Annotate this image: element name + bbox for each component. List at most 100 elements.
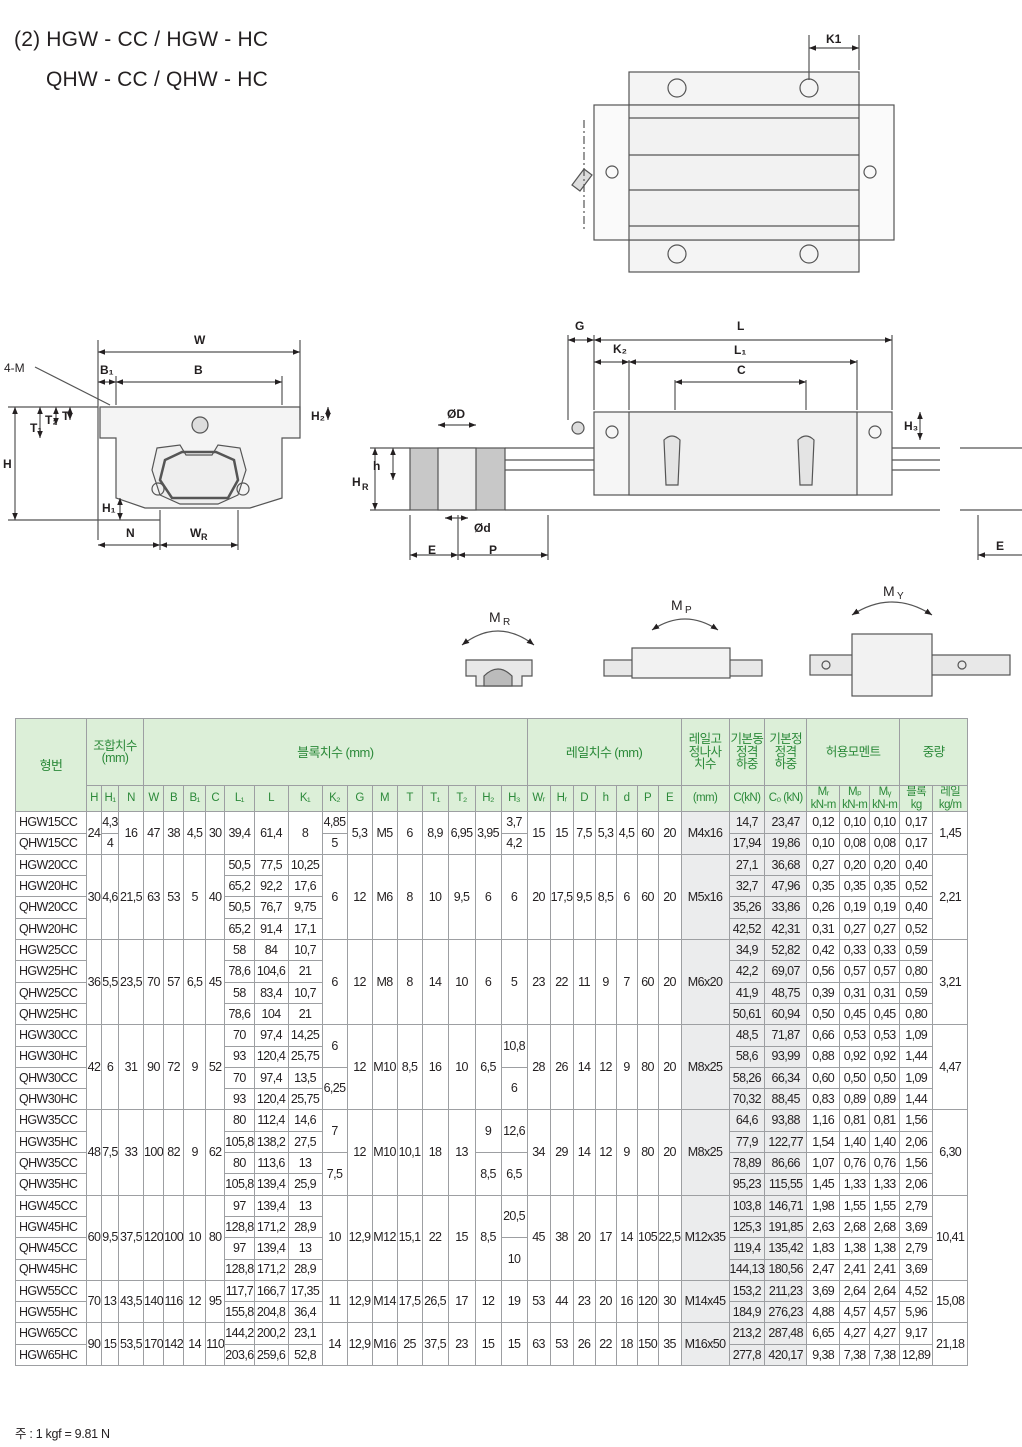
cell-H3: 15 (500, 1322, 528, 1366)
subheader-MY: Mᵧ kN-m (869, 784, 901, 813)
cell-model: HGW55HC (15, 1301, 87, 1324)
cell-WR: 28 (526, 1024, 551, 1111)
cell-E: 30 (657, 1279, 682, 1324)
cell-M: M10 (371, 1109, 398, 1196)
cell-L1: 78,6 (224, 960, 255, 983)
cell-kg: 0,52 (899, 875, 934, 898)
label-W: W (194, 333, 206, 347)
cell-N: 37,5 (118, 1194, 144, 1281)
label-T1: T₁ (30, 421, 42, 435)
cell-model: HGW25CC (15, 939, 87, 962)
cell-HR: 17,5 (549, 853, 574, 941)
cell-C: 184,9 (728, 1301, 766, 1324)
cell-L1: 70 (224, 1024, 255, 1047)
cell-model: QHW25CC (15, 981, 87, 1004)
cell-L: 104,6 (253, 960, 289, 983)
cell-B1: 4,5 (183, 811, 207, 855)
label-4M: 4-M (4, 361, 25, 375)
cell-W: 140 (142, 1279, 165, 1324)
cell-N: 31 (118, 1024, 144, 1111)
cell-H1: 4,6 (101, 853, 119, 941)
cell-T: 10,1 (396, 1109, 423, 1196)
cell-MR: 1,83 (806, 1237, 841, 1260)
front-view-drawing (8, 340, 331, 550)
cell-T: 8 (396, 939, 423, 1026)
cell-MY: 0,57 (869, 960, 901, 983)
cell-K1: 13 (287, 1237, 323, 1260)
cell-MP: 0,27 (839, 917, 871, 941)
cell-model: HGW35CC (15, 1109, 87, 1132)
cell-MP: 7,38 (839, 1343, 871, 1367)
cell-model: HGW55CC (15, 1279, 87, 1303)
cell-K1: 27,5 (287, 1130, 323, 1154)
cell-MY: 0,08 (869, 832, 901, 855)
subheader-C0_unit: C₀ (kN) (764, 784, 808, 813)
cell-model: QHW45HC (15, 1258, 87, 1281)
cell-K2: 5 (321, 832, 348, 855)
cell-C0: 52,82 (764, 939, 808, 962)
cell-K1: 52,8 (287, 1343, 323, 1367)
cell-model: QHW30HC (15, 1088, 87, 1111)
cell-C0: 86,66 (764, 1152, 808, 1175)
cell-rail-kg: 4,47 (932, 1024, 969, 1111)
cell-L: 61,4 (253, 811, 289, 855)
subheader-E: E (657, 784, 682, 813)
cell-E: 20 (657, 1024, 682, 1111)
cell-L1: 39,4 (224, 811, 255, 855)
label-MP-sub: P (685, 605, 692, 616)
cell-E: 20 (657, 1109, 682, 1196)
cell-d: 9 (615, 1109, 638, 1196)
cell-h: 20 (594, 1279, 617, 1324)
cell-K1: 17,6 (287, 875, 323, 898)
cell-MR: 0,31 (806, 917, 841, 941)
cell-MY: 0,10 (869, 811, 901, 834)
cell-K1: 28,9 (287, 1258, 323, 1281)
subheader-d: d (615, 784, 638, 813)
cell-bolt: M8x25 (680, 1109, 730, 1196)
cell-MR: 0,50 (806, 1002, 841, 1026)
cell-MP: 2,68 (839, 1215, 871, 1239)
cell-H1: 9,5 (101, 1194, 119, 1281)
cell-T: 25 (396, 1322, 423, 1366)
cell-MR: 0,35 (806, 875, 841, 898)
cell-C0: 146,71 (764, 1194, 808, 1217)
cell-B1: 14 (183, 1322, 207, 1366)
cell-H1: 15 (101, 1322, 119, 1366)
cell-kg: 0,52 (899, 917, 934, 941)
cell-C0: 276,23 (764, 1301, 808, 1324)
cell-C0: 69,07 (764, 960, 808, 983)
cell-L1: 105,8 (224, 1130, 255, 1154)
cell-M: M14 (371, 1279, 398, 1324)
cell-N: 53,5 (118, 1322, 144, 1366)
subheader-T: T (396, 784, 423, 813)
cell-MR: 1,45 (806, 1173, 841, 1196)
cell-K2: 10 (321, 1194, 348, 1281)
cell-C: 41,9 (728, 981, 766, 1004)
cell-B: 38 (163, 811, 185, 855)
cell-L: 259,6 (253, 1343, 289, 1367)
cell-T2: 15 (447, 1194, 476, 1281)
cell-kg: 0,40 (899, 853, 934, 877)
cell-MY: 2,68 (869, 1215, 901, 1239)
cell-h: 9 (594, 939, 617, 1026)
cell-bolt: M6x20 (680, 939, 730, 1026)
cell-C: 213,2 (728, 1322, 766, 1345)
cell-MY: 0,33 (869, 939, 901, 962)
cell-K1: 10,7 (287, 939, 323, 962)
cell-model: QHW20CC (15, 896, 87, 919)
cell-C: 64,6 (728, 1109, 766, 1132)
cell-K1: 36,4 (287, 1301, 323, 1324)
cell-MP: 0,89 (839, 1088, 871, 1111)
cell-C: 125,3 (728, 1215, 766, 1239)
cell-WR: 20 (526, 853, 551, 941)
cell-L1: 50,5 (224, 853, 255, 877)
cell-C: 48,5 (728, 1024, 766, 1047)
cell-T2: 6,95 (447, 811, 476, 855)
cell-H2: 15 (474, 1322, 502, 1366)
section-title-line2: QHW - CC / QHW - HC (46, 68, 268, 91)
section-title-line1: (2) HGW - CC / HGW - HC (14, 28, 269, 51)
cell-C0: 48,75 (764, 981, 808, 1004)
cell-MR: 1,54 (806, 1130, 841, 1154)
cell-K1: 28,9 (287, 1215, 323, 1239)
